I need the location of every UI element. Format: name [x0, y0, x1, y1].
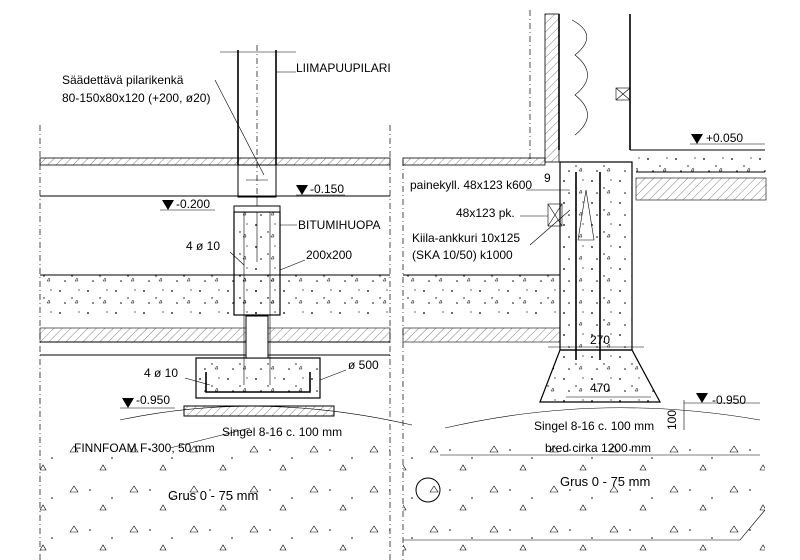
footing-neck: [245, 315, 269, 359]
anchor-label-line2: (SKA 10/50) k1000: [412, 248, 513, 262]
soil-band-upper: [40, 275, 390, 315]
level-top-value: -0.150: [310, 182, 344, 196]
right-detail: +0.050 9 painekyll. 48x123 k600 48x123 p…: [402, 10, 767, 560]
dim-100-label: 100: [665, 410, 679, 430]
gravel-label-right: Singel 8-16 c. 100 mm: [534, 419, 654, 433]
drain-pipe: [415, 477, 441, 503]
beam-label: 48x123 pk.: [456, 206, 515, 220]
level-marker-top: [296, 185, 308, 195]
level-marker-bottom: [122, 398, 134, 408]
level-marker-right-top: [691, 134, 703, 144]
column-size-label: 200x200: [306, 248, 352, 262]
foundation-wall: [559, 161, 633, 351]
gravel-label: Singel 8-16 c. 100 mm: [222, 425, 342, 439]
level-marker-mid: [162, 200, 174, 210]
level-bottom-value: -0.950: [136, 393, 170, 407]
beam-48x123: [547, 203, 563, 227]
bitumen-membrane: [233, 205, 281, 213]
footing-diameter-label: ø 500: [348, 358, 379, 372]
ground-label-right: Grus 0 - 75 mm: [560, 474, 650, 489]
soil-band-lower: [39, 327, 391, 343]
shoe-label-line1: Säädettävä pilarikenkä: [62, 73, 184, 87]
level-mid-value: -0.200: [176, 197, 210, 211]
dim-470-label: 470: [590, 381, 610, 395]
sill-label: painekyll. 48x123 k600: [410, 178, 532, 192]
ground-label: Grus 0 - 75 mm: [168, 488, 258, 503]
rebar-bottom: [205, 372, 311, 393]
shoe-label-line2: 80-150x80x120 (+200, ø20): [62, 91, 210, 105]
width-label: bred cirka 1200 mm: [545, 441, 651, 455]
insulation-label: FINNFOAM F-300, 50 mm: [74, 441, 215, 455]
floor-layer: [39, 157, 391, 166]
concrete-column: [233, 211, 281, 316]
level-bottom-value-right: -0.950: [712, 393, 746, 407]
left-detail: LIIMAPUUPILARI Säädettävä pilarikenkä 80…: [39, 45, 413, 560]
gravel-mound: [119, 405, 413, 426]
post-label: LIIMAPUUPILARI: [296, 61, 391, 75]
dim-9-label: 9: [544, 171, 551, 185]
rebar-upper-label: 4 ø 10: [186, 239, 220, 253]
anchor-label-line1: Kiila-ankkuri 10x125: [412, 231, 520, 245]
wall-cladding: [544, 13, 560, 163]
rebar-lower-label: 4 ø 10: [144, 366, 178, 380]
membrane-label: BITUMIHUOPA: [298, 218, 380, 232]
floor-layer-right: [402, 157, 546, 166]
level-top-value-right: +0.050: [706, 131, 743, 145]
dim-270-label: 270: [590, 333, 610, 347]
gravel-mound-right: [444, 407, 761, 429]
ground-fill: [40, 440, 390, 560]
wall-insulation: [571, 19, 588, 136]
level-marker-right-bottom: [696, 393, 708, 403]
insulation-layer-right: [635, 177, 767, 201]
strip-footing: [539, 349, 662, 403]
